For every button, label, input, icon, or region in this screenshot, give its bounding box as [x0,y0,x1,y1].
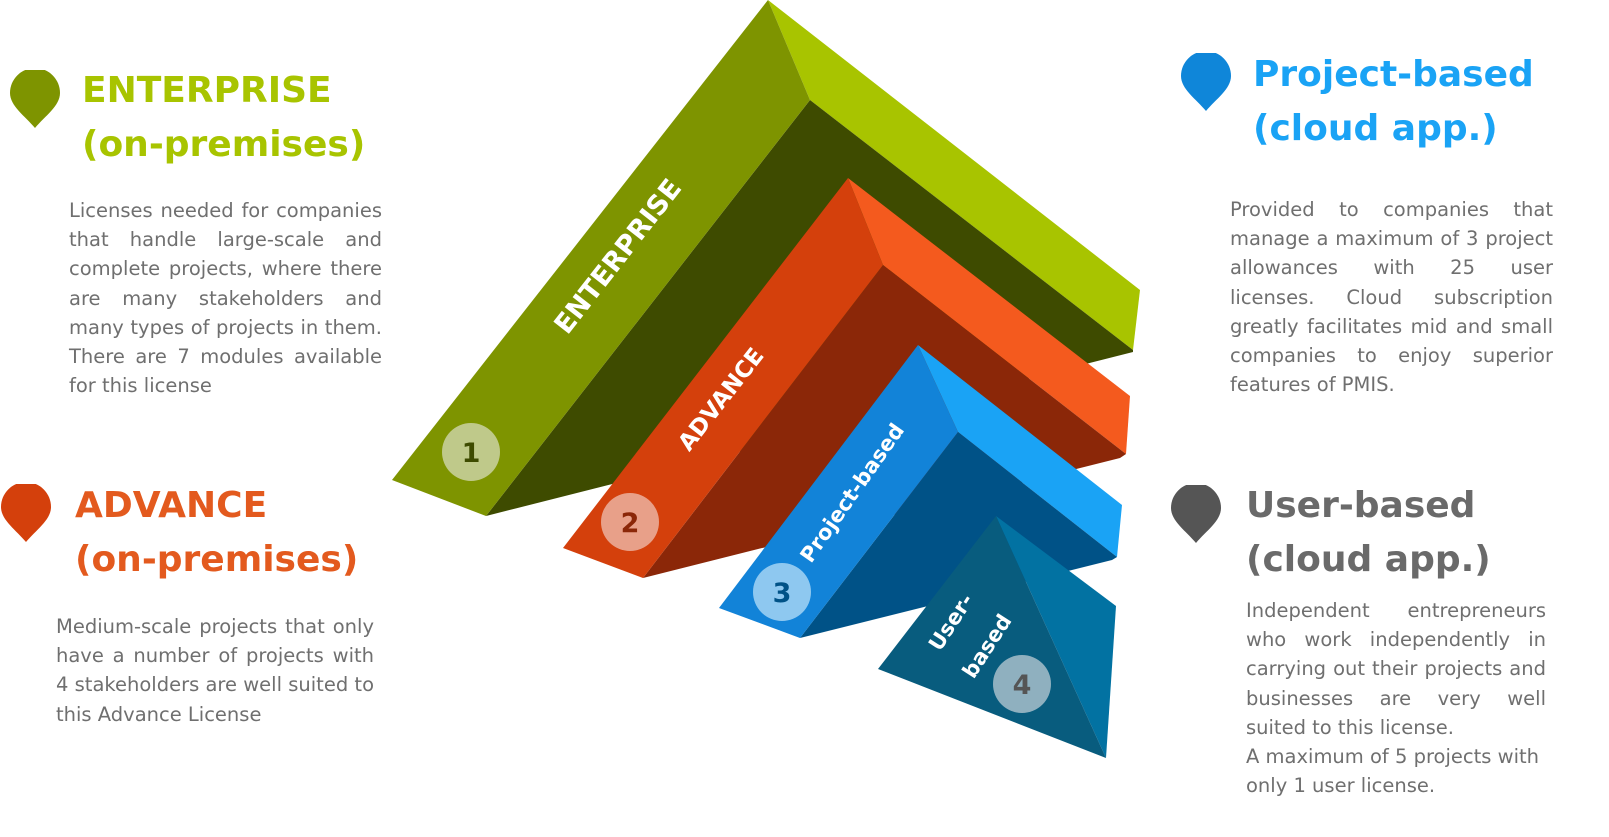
tier-project-badge [753,563,811,621]
user-based-description-line2: A maximum of 5 projects with only 1 user… [1246,745,1539,798]
project-based-location-pin-icon [1181,53,1231,113]
tier-project-inner-face [800,432,1117,638]
tier-user-based: User- based 4 [878,516,1116,758]
tier-advance-badge [601,493,659,551]
advance-title: ADVANCE (on-premises) [75,479,358,587]
user-based-title: User-based (cloud app.) [1246,479,1491,587]
tier-user-front-face [878,516,1106,758]
project-based-title-line2: (cloud app.) [1253,108,1498,149]
project-based-title: Project-based (cloud app.) [1253,48,1534,156]
tier-project-back-face [918,345,1122,557]
advance-title-line1: ADVANCE [75,485,268,526]
user-based-title-line1: User-based [1246,485,1476,526]
advance-description: Medium-scale projects that only have a n… [56,615,374,726]
tier-advance-front-face [563,178,883,578]
tier-user-badge [993,655,1051,713]
user-based-title-line2: (cloud app.) [1246,539,1491,580]
enterprise-title-line2: (on-premises) [82,124,366,165]
tier-project-number: 3 [773,578,792,609]
project-based-title-line1: Project-based [1253,54,1534,95]
tier-enterprise-badge [442,423,500,481]
tier-user-number: 4 [1013,670,1032,701]
tier-enterprise-front-face [392,0,810,516]
enterprise-description: Licenses needed for companies that handl… [69,199,382,398]
user-based-description-line1: Independent entrepreneurs who work indep… [1246,599,1546,739]
user-based-description: Independent entrepreneurs who work indep… [1246,596,1546,800]
tier-advance-back-face [848,178,1130,454]
tier-advance-number: 2 [621,508,640,539]
advance-title-line2: (on-premises) [75,539,359,580]
enterprise-title-line1: ENTERPRISE [82,70,332,111]
user-based-location-pin-icon [1171,485,1221,545]
advance-location-pin-icon [1,484,51,544]
project-based-description: Provided to companies that manage a maxi… [1230,198,1553,397]
tier-enterprise-number: 1 [462,438,481,469]
enterprise-location-pin-icon [10,70,60,130]
tier-enterprise-back-face [768,0,1140,350]
tier-project-based: Project-based 3 [719,345,1122,638]
enterprise-title: ENTERPRISE (on-premises) [82,64,365,172]
tier-user-right-face [996,516,1116,758]
